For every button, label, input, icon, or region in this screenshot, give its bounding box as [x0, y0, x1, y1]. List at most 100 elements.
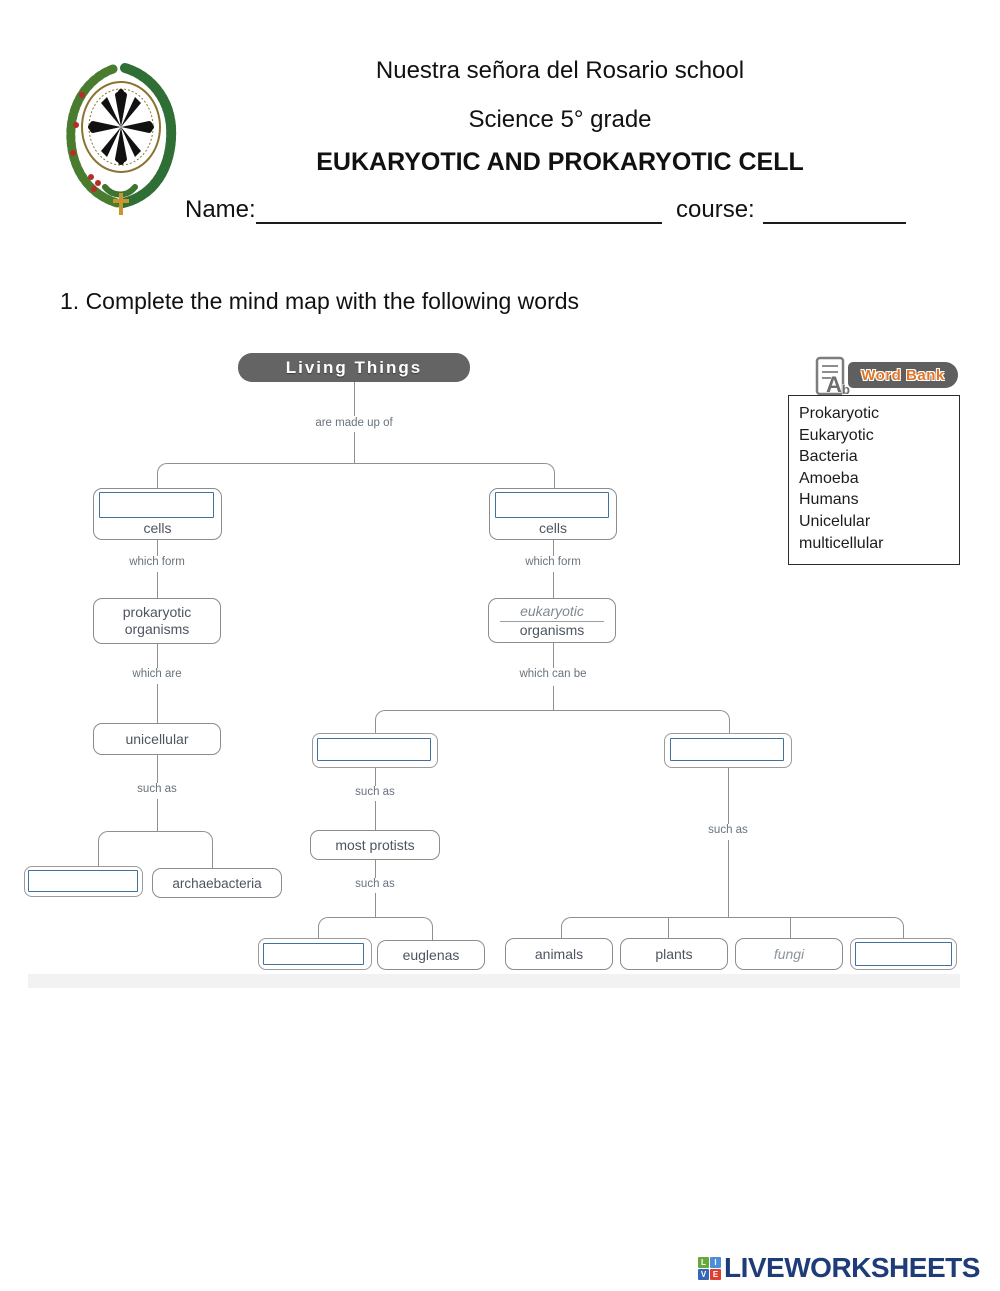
answer-box-bacteria [24, 866, 143, 897]
liveworksheets-tiles-icon: L I V E [698, 1256, 721, 1280]
name-blank-line [256, 222, 662, 224]
connector-line [374, 768, 376, 788]
subject-grade: Science 5° grade [468, 106, 652, 133]
connector-line [156, 799, 158, 832]
connector-line [156, 643, 158, 669]
connector-line [353, 382, 355, 416]
answer-box-multicellular-branch [664, 733, 792, 768]
node-euglenas: euglenas [377, 940, 485, 970]
answer-box-amoeba [258, 938, 372, 970]
edge-label-which-form: which form [126, 556, 188, 568]
word-bank-title-pill: Word Bank [848, 362, 958, 388]
branch-split [156, 463, 555, 489]
node-label-most-protists: most protists [335, 837, 415, 853]
tile-v: V [698, 1268, 709, 1280]
node-plants: plants [620, 938, 728, 970]
edge-label-such-as: such as [352, 878, 398, 890]
connector-line [374, 893, 376, 918]
node-label-cells: cells [143, 520, 172, 536]
name-label: Name: [185, 196, 256, 223]
edge-label-which-are: which are [129, 668, 185, 680]
branch-split [374, 710, 730, 735]
answer-input-cells-right[interactable] [495, 492, 609, 518]
connector-line [552, 572, 554, 598]
word-bank-word: multicellular [799, 534, 884, 552]
branch-split [560, 917, 904, 939]
node-prokaryotic-organisms: prokaryotic organisms [93, 598, 221, 644]
word-bank-word: Eukaryotic [799, 426, 874, 444]
filled-answer-eukaryotic: eukaryotic [500, 603, 604, 622]
node-label-fungi: fungi [773, 946, 805, 962]
connector-line [353, 432, 355, 464]
node-label-archaebacteria: archaebacteria [172, 875, 262, 891]
liveworksheets-wordmark: LIVEWORKSHEETS [724, 1252, 980, 1283]
school-crest-logo [66, 63, 177, 215]
node-label-organisms: organisms [124, 621, 190, 637]
node-animals: animals [505, 938, 613, 970]
instruction-text: 1. Complete the mind map with the follow… [60, 288, 580, 314]
answer-input-multicellular-branch[interactable] [670, 738, 784, 761]
connector-line [727, 768, 729, 825]
node-eukaryotic-organisms: eukaryotic organisms [488, 598, 616, 643]
answer-input-cells-left[interactable] [99, 492, 214, 518]
tile-l: L [698, 1256, 709, 1268]
connector-line [374, 801, 376, 830]
edge-label-are-made-up-of: are made up of [312, 417, 396, 429]
node-cells-left: cells [93, 488, 222, 540]
connector-line [156, 755, 158, 784]
edge-label-such-as: such as [352, 786, 398, 798]
edge-label-such-as: such as [134, 783, 180, 795]
school-name: Nuestra señora del Rosario school [375, 57, 745, 84]
connector-line [374, 860, 376, 880]
edge-label-which-form: which form [522, 556, 584, 568]
word-bank-box: Prokaryotic Eukaryotic Bacteria Amoeba H… [788, 395, 960, 565]
svg-text:b: b [842, 382, 850, 397]
connector-line [789, 917, 791, 938]
branch-split [317, 917, 433, 941]
answer-input-humans[interactable] [855, 942, 952, 966]
node-unicellular: unicellular [93, 723, 221, 755]
connector-line [552, 642, 554, 669]
worksheet-title: EUKARYOTIC AND PROKARYOTIC CELL [316, 148, 804, 176]
node-cells-right: cells [489, 488, 617, 540]
word-bank-word: Amoeba [799, 469, 859, 487]
node-label-euglenas: euglenas [402, 947, 460, 963]
node-label-prokaryotic: prokaryotic [122, 604, 192, 620]
connector-line [667, 917, 669, 938]
node-label-organisms: organisms [519, 621, 585, 638]
answer-input-amoeba[interactable] [263, 943, 364, 965]
answer-box-humans [850, 938, 957, 970]
node-fungi: fungi [735, 938, 843, 970]
svg-text:A: A [826, 372, 842, 397]
word-bank-word: Prokaryotic [799, 405, 880, 422]
word-bank-icon: A b [815, 356, 851, 398]
connector-line [156, 540, 158, 557]
liveworksheets-logo: L I V E LIVEWORKSHEETS [698, 1251, 980, 1285]
connector-line [156, 684, 158, 723]
tile-e: E [710, 1268, 721, 1280]
connector-line [552, 686, 554, 710]
node-label-cells: cells [538, 520, 567, 536]
tile-i: I [710, 1256, 721, 1268]
node-label-plants: plants [655, 946, 693, 962]
root-node-living-things: Living Things [238, 353, 470, 382]
connector-line [727, 840, 729, 918]
node-label-animals: animals [534, 946, 584, 962]
answer-input-bacteria[interactable] [28, 870, 138, 892]
node-most-protists: most protists [310, 830, 440, 860]
word-bank-word: Bacteria [799, 448, 858, 466]
edge-label-such-as: such as [705, 824, 751, 836]
course-blank-line [763, 222, 906, 224]
connector-line [156, 572, 158, 598]
word-bank-word: Humans [799, 491, 859, 509]
word-bank-word: Unicelular [799, 512, 871, 530]
connector-line [552, 540, 554, 557]
answer-box-unicellular-branch [312, 733, 438, 768]
mindmap-image-bottom-edge [28, 974, 960, 988]
answer-input-unicellular-branch[interactable] [317, 738, 431, 761]
node-archaebacteria: archaebacteria [152, 868, 282, 898]
node-label-unicellular: unicellular [125, 731, 189, 747]
course-label: course: [676, 196, 755, 223]
edge-label-which-can-be: which can be [516, 668, 590, 680]
